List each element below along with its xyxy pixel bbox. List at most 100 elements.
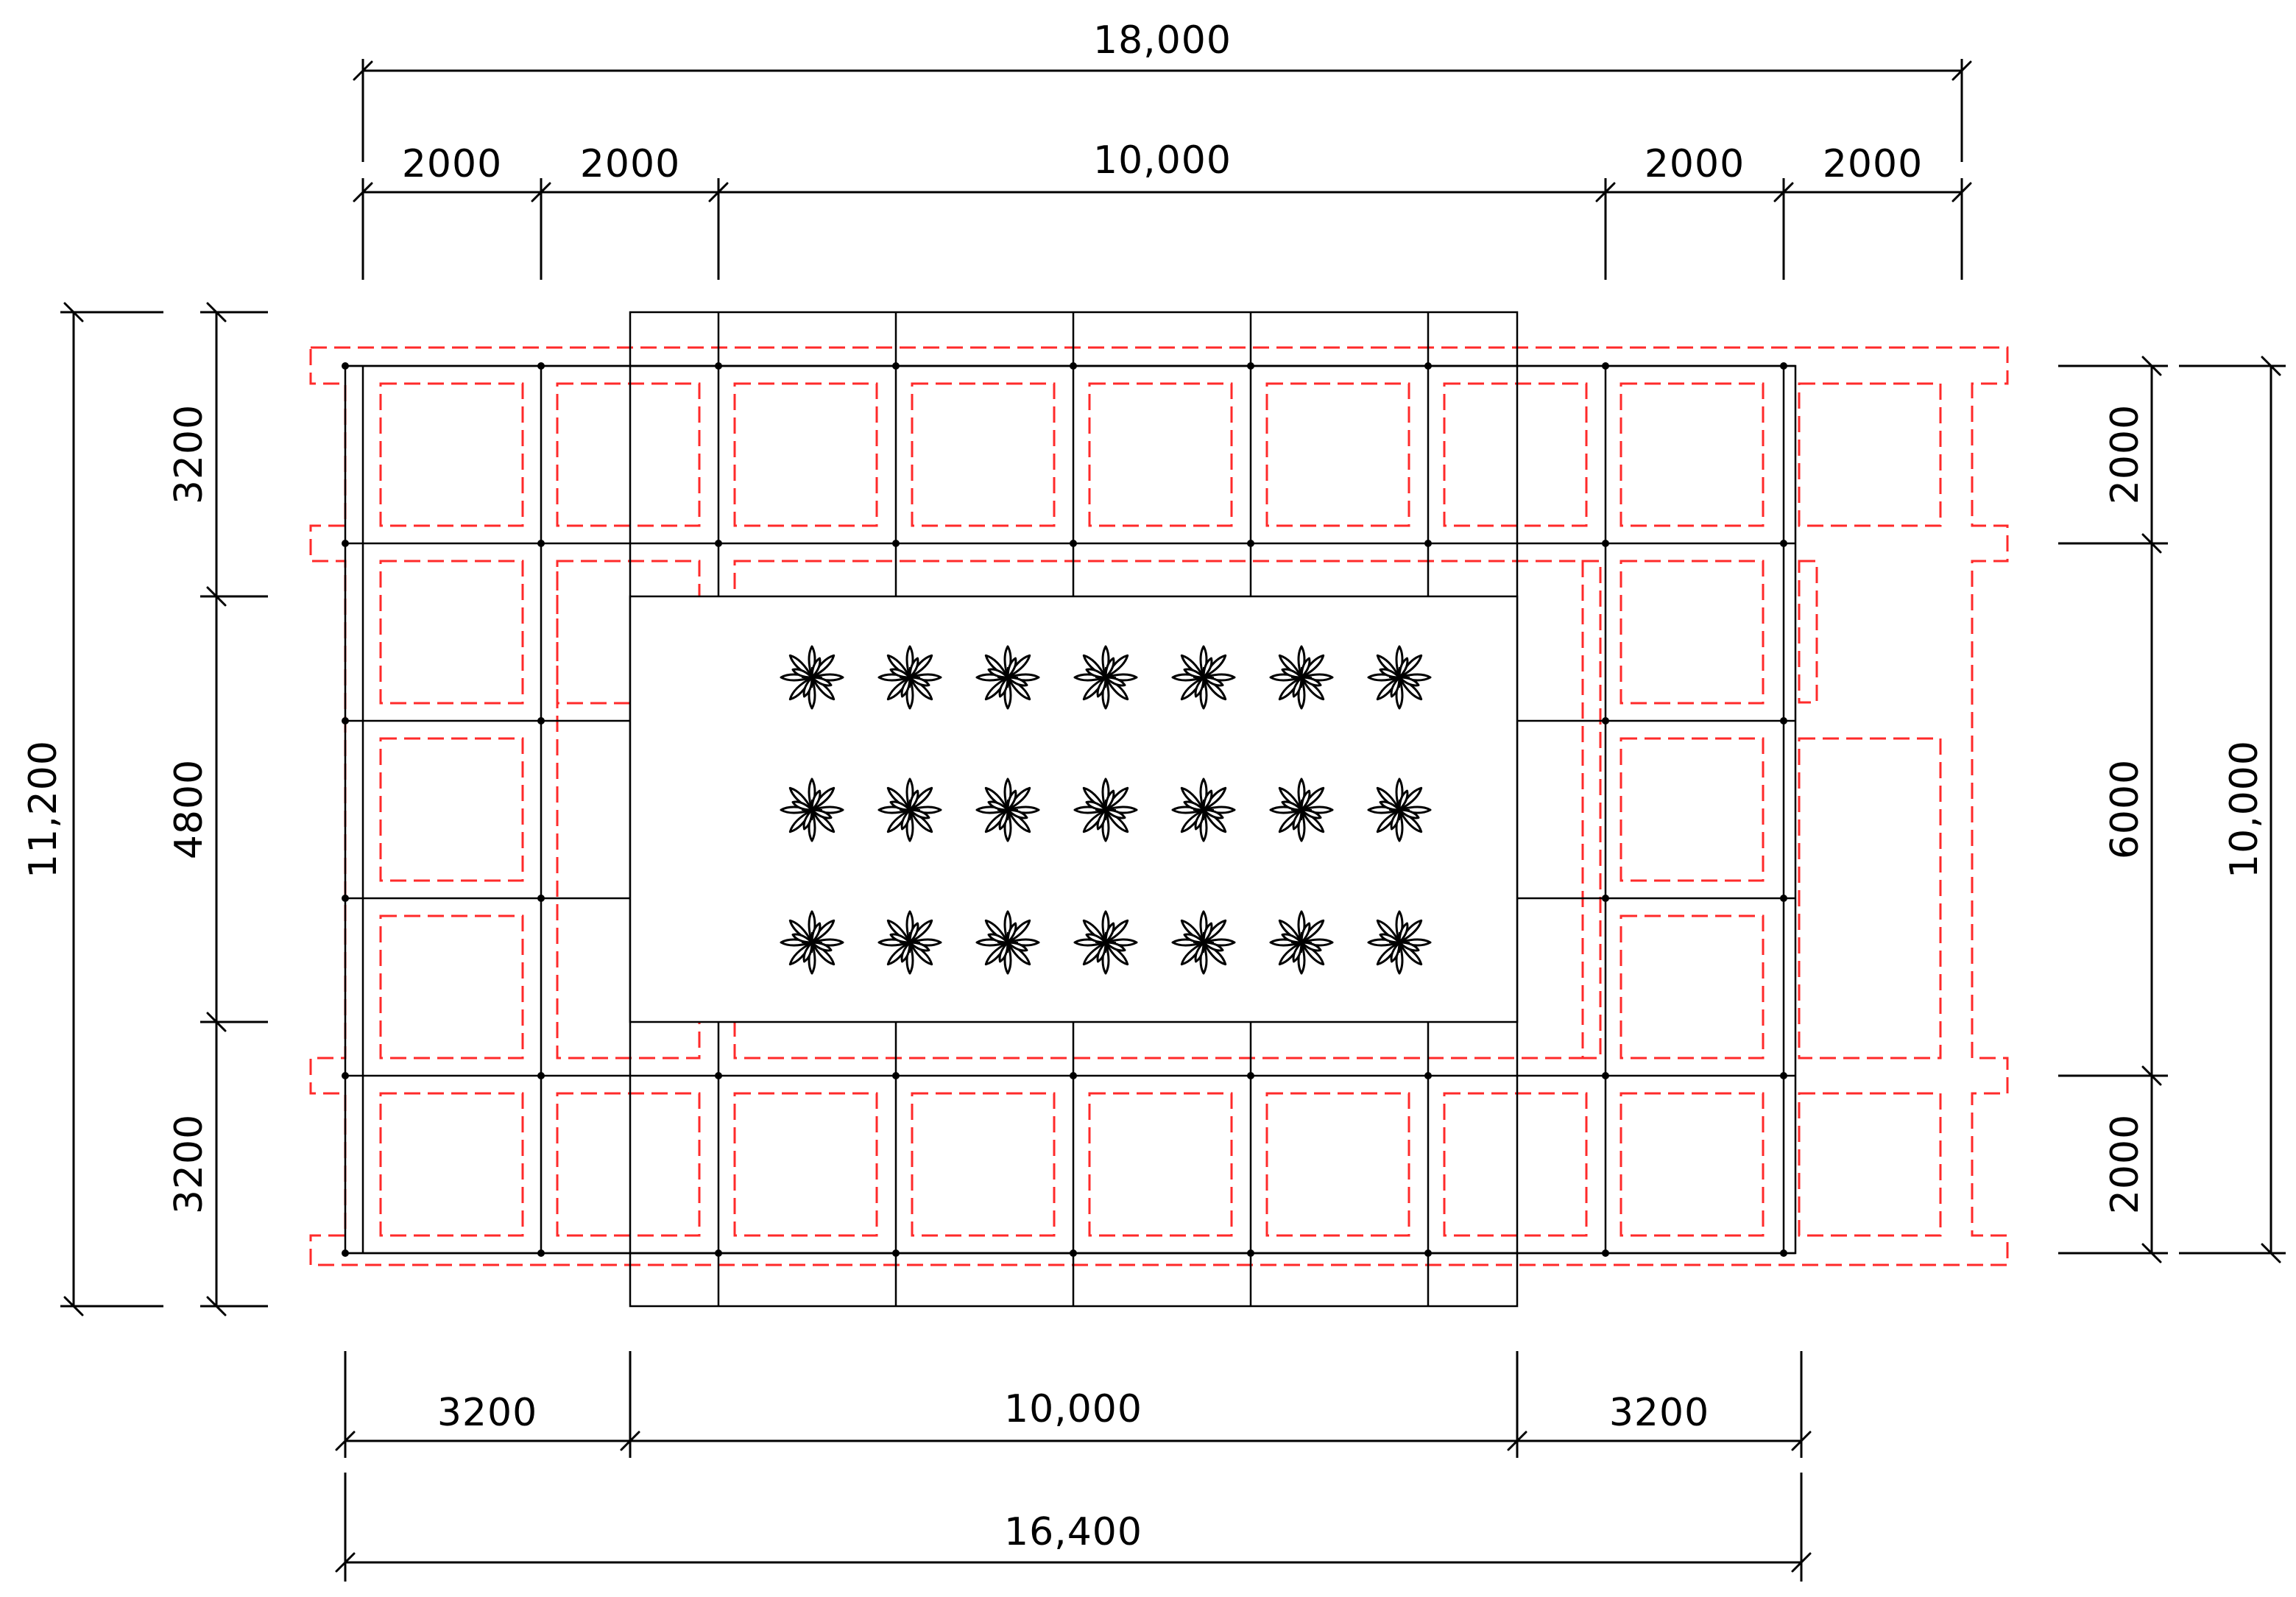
grid-node [1780,1249,1787,1257]
succulent-plant-icon [1269,645,1334,710]
dimension-labels: 18,000 2000 2000 10,000 2000 2000 3200 1… [21,18,2267,1554]
succulent-plant-icon [1073,778,1138,842]
grid-node [1780,1072,1787,1079]
right-outer-block [1798,737,1942,1060]
dashed-cell [1619,1092,1765,1237]
grid-node [1070,540,1077,547]
grid-node [892,1249,900,1257]
dim-top-segment-5: 2000 [1823,142,1923,186]
dashed-cell [379,737,524,882]
right-long-strip [1581,560,1602,1060]
succulent-plant-icon [1367,778,1432,842]
grid-node [342,895,349,902]
succulent-plant-icon [1367,910,1432,975]
dim-bottom-segment-3: 3200 [1609,1391,1709,1435]
grid-node [1602,362,1609,370]
dashed-cell [1443,382,1588,527]
grid-node [342,362,349,370]
dashed-cell [379,1092,524,1237]
outer-dashed-boundary [309,346,2009,1266]
dim-bottom-overall: 16,400 [1004,1510,1142,1554]
dashed-cell [1265,1092,1410,1237]
grid-node [342,1072,349,1079]
succulent-plant-icon [1171,778,1236,842]
succulent-plant-icon [877,910,942,975]
grid-node [537,362,545,370]
grid-nodes [342,362,1787,1257]
dim-left-overall: 11,200 [21,740,66,878]
grid-node [1070,1249,1077,1257]
grid-node [1070,362,1077,370]
dimension-lines [60,59,2286,1582]
succulent-plant-icon [975,645,1040,710]
dashed-cell [1798,1092,1942,1237]
grid-node [537,1249,545,1257]
dashed-cell [911,1092,1056,1237]
grid-node [537,717,545,725]
succulent-plant-icon [780,645,844,710]
succulent-plant-icon [877,645,942,710]
grid-node [1602,1249,1609,1257]
grid-node [892,1072,900,1079]
grid-node [1424,362,1432,370]
succulent-plant-icon [1269,910,1334,975]
grid-node [1247,1072,1254,1079]
dim-top-overall: 18,000 [1093,18,1232,63]
dim-right-segment-1: 2000 [2103,404,2147,504]
succulent-plant-icon [1171,910,1236,975]
dashed-cell [1619,914,1765,1060]
grid-node [1602,1072,1609,1079]
dashed-cell [1088,382,1233,527]
dashed-cell [1798,382,1942,527]
grid-node [1780,895,1787,902]
grid-node [892,362,900,370]
succulent-plant-icon [1073,910,1138,975]
grid-node [715,1249,722,1257]
dashed-cell [911,382,1056,527]
dashed-cell [379,914,524,1060]
dashed-cell [733,1092,878,1237]
succulent-plant-icon [1073,645,1138,710]
dashed-cell [1265,382,1410,527]
dim-bottom-segment-1: 3200 [437,1391,537,1435]
grid-node [342,717,349,725]
grid-node [892,540,900,547]
grid-node [1424,1072,1432,1079]
grid-node [1424,540,1432,547]
grid-node [715,540,722,547]
grid-node [537,895,545,902]
grid-node [1602,540,1609,547]
dim-right-segment-3: 2000 [2103,1114,2147,1214]
grid-node [342,540,349,547]
succulent-plant-icon [877,778,942,842]
dim-top-segment-2: 2000 [580,142,680,186]
succulent-plant-icon [1367,645,1432,710]
grid-node [1247,1249,1254,1257]
grid-node [1070,1072,1077,1079]
dashed-cells [379,382,1942,1237]
dashed-cell [1619,737,1765,882]
dashed-cell [1619,560,1765,705]
grid-node [715,362,722,370]
grid-node [1424,1249,1432,1257]
dashed-cell [556,1092,701,1237]
grid-node [537,540,545,547]
succulent-plant-icon [1269,778,1334,842]
succulent-plant-icon [975,778,1040,842]
dim-right-segment-2: 6000 [2103,759,2147,859]
succulent-plant-icon [1171,645,1236,710]
dashed-cell [556,382,701,527]
grid-node [1780,717,1787,725]
dashed-cell [1088,1092,1233,1237]
dim-top-segment-4: 2000 [1645,142,1745,186]
grid-node [342,1249,349,1257]
grid-node [1780,540,1787,547]
dim-top-segment-3: 10,000 [1093,138,1232,183]
dashed-cell [1619,382,1765,527]
dim-left-segment-1: 3200 [167,404,211,504]
dashed-cell [379,382,524,527]
dashed-cell [379,560,524,705]
succulent-plant-icon [975,910,1040,975]
grid-node [1780,362,1787,370]
